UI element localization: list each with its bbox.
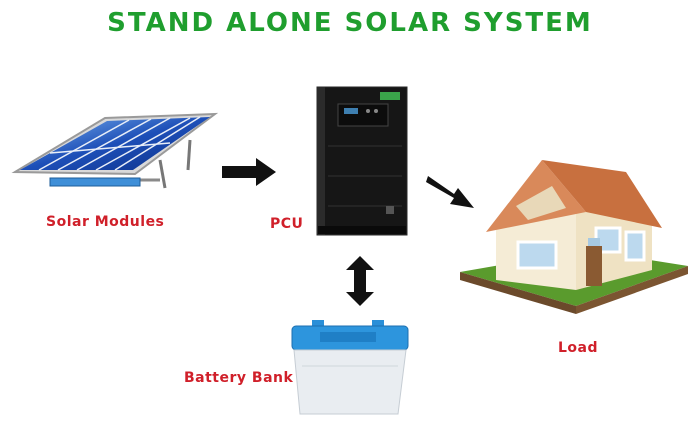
load-label: Load [558, 340, 599, 356]
diagram-title: STAND ALONE SOLAR SYSTEM [107, 8, 593, 38]
solar-modules-label: Solar Modules [46, 214, 165, 230]
battery-bank-label: Battery Bank [184, 370, 294, 386]
house-icon [460, 160, 688, 314]
power-conditioning-unit-icon [316, 86, 408, 236]
arrow-pcu-battery [346, 256, 374, 306]
pcu-label: PCU [270, 216, 304, 232]
solar-panel-icon [11, 112, 219, 189]
arrow-solar-to-pcu [222, 158, 276, 186]
arrow-pcu-to-load [426, 176, 474, 208]
battery-icon [291, 320, 409, 415]
